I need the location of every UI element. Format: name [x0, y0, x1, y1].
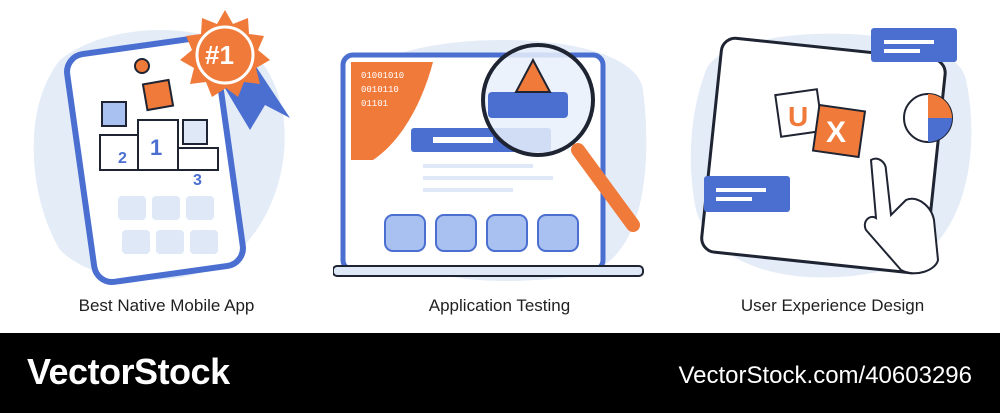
panel-app-testing: 01001010 0010110 01101 [333, 0, 666, 333]
podium-label-3: 3 [193, 172, 202, 189]
award-badge: #1 [180, 10, 290, 130]
caption-ux-design: User Experience Design [740, 296, 925, 315]
hand-pointer-icon [863, 157, 940, 275]
panel-mobile-app: 2 1 3 #1 [0, 0, 333, 333]
test-buttons [384, 214, 579, 252]
badge-text: #1 [205, 40, 234, 70]
panel-ux-design: U X User Experience Design [666, 0, 999, 333]
footer-bar: VectorStock VectorStock.com/40603296 [0, 333, 1000, 413]
stock-id: VectorStock.com/40603296 [678, 362, 972, 389]
code-line-2: 0010110 [361, 85, 399, 95]
ux-letter-x: X [826, 116, 846, 149]
caption-mobile-app: Best Native Mobile App [78, 296, 255, 315]
characters [101, 58, 208, 145]
speech-bubbles [704, 28, 957, 212]
code-line-3: 01101 [361, 99, 388, 109]
ux-cards: U X [774, 88, 867, 159]
code-line-1: 01001010 [361, 71, 404, 81]
pie-chart-icon [903, 93, 953, 143]
podium-label-2: 2 [118, 150, 127, 167]
podium: 2 1 3 [99, 119, 219, 189]
app-grid [118, 196, 218, 254]
podium-label-1: 1 [150, 135, 162, 160]
code-sheet: 01001010 0010110 01101 [351, 62, 433, 160]
app-testing-illustration: 01001010 0010110 01101 [333, 40, 647, 282]
magnifier-icon [481, 43, 640, 232]
mobile-app-illustration: 2 1 3 #1 [33, 10, 290, 285]
ux-design-illustration: U X [690, 28, 972, 278]
ux-letter-u: U [788, 101, 808, 132]
caption-app-testing: Application Testing [428, 296, 571, 315]
illustration-stage: 2 1 3 #1 [0, 0, 999, 333]
vectorstock-logo: VectorStock [27, 351, 230, 392]
